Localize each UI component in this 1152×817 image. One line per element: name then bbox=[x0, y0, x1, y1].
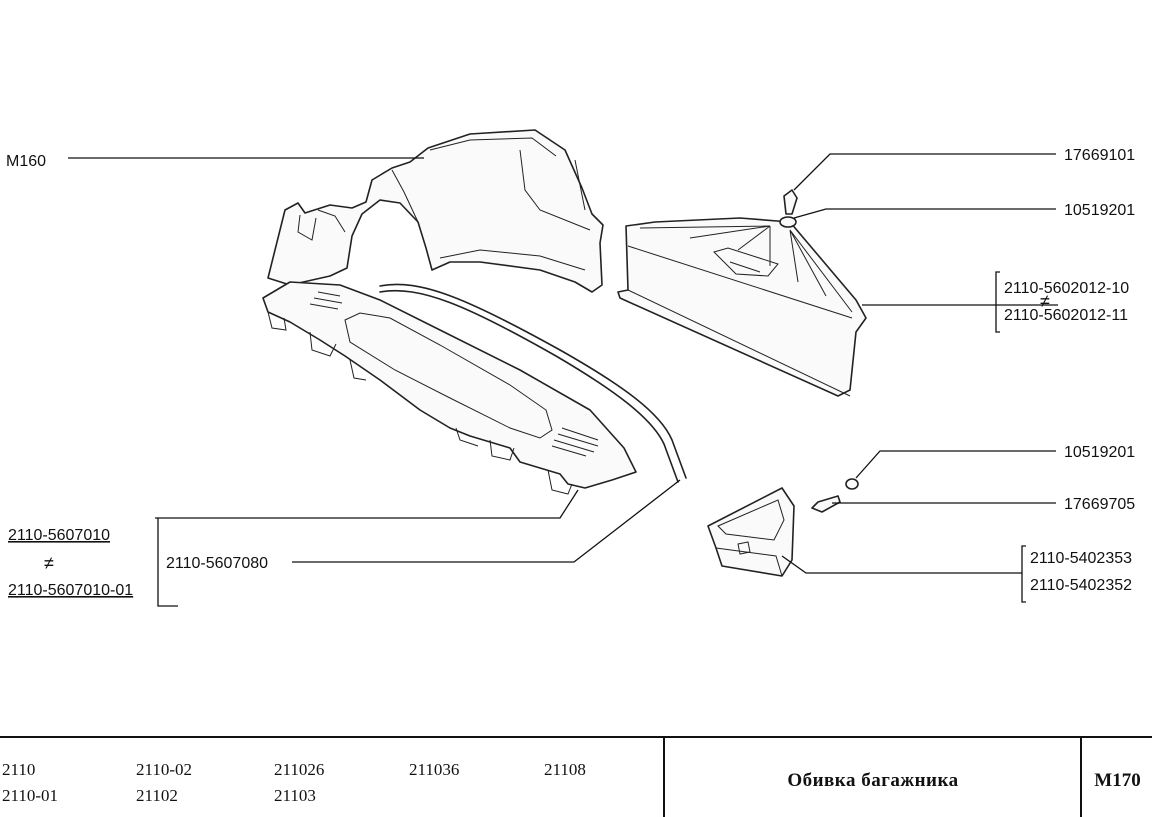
label-2110-5607010-01: 2110-5607010-01 bbox=[8, 582, 133, 599]
label-2110-5607080: 2110-5607080 bbox=[166, 555, 268, 572]
label-2110-5602012-11: 2110-5602012-11 bbox=[1004, 307, 1128, 324]
sheet-title: Обивка багажника bbox=[787, 770, 959, 791]
top-screw-drawing bbox=[779, 189, 798, 228]
title-block-divider bbox=[1080, 738, 1082, 817]
leader-lines bbox=[68, 153, 1058, 607]
not-equal-sign-1: ≠ bbox=[1040, 291, 1050, 311]
model-number: 21108 bbox=[544, 760, 586, 779]
not-equal-sign-2: ≠ bbox=[44, 553, 54, 573]
model-number: 21103 bbox=[274, 786, 316, 805]
trunk-side-panel-drawing bbox=[267, 129, 604, 293]
trunk-front-panel-drawing bbox=[617, 217, 867, 397]
model-number: 2110 bbox=[2, 760, 36, 779]
model-number: 211026 bbox=[274, 760, 325, 779]
title-block: 2110 2110-01 2110-02 21102 211026 21103 … bbox=[0, 736, 1152, 817]
label-m160: M160 bbox=[6, 153, 46, 170]
label-2110-5607010: 2110-5607010 bbox=[8, 527, 110, 544]
rear-trunk-trim-drawing bbox=[262, 281, 637, 495]
trunk-pocket-drawing bbox=[707, 487, 795, 577]
label-10519201-bottom: 10519201 bbox=[1064, 444, 1135, 461]
sheet-code: M170 bbox=[1094, 770, 1141, 791]
title-block-divider bbox=[663, 738, 665, 817]
model-number: 211036 bbox=[409, 760, 460, 779]
pocket-screw-drawing bbox=[811, 478, 859, 513]
seal-strip-drawing bbox=[379, 283, 687, 483]
model-number: 2110-01 bbox=[2, 786, 59, 805]
label-10519201-top: 10519201 bbox=[1064, 202, 1135, 219]
label-2110-5402352: 2110-5402352 bbox=[1030, 577, 1132, 594]
model-number: 21102 bbox=[136, 786, 178, 805]
label-2110-5402353: 2110-5402353 bbox=[1030, 550, 1132, 567]
label-17669705: 17669705 bbox=[1064, 496, 1135, 513]
label-17669101: 17669101 bbox=[1064, 147, 1135, 164]
model-number: 2110-02 bbox=[136, 760, 193, 779]
label-2110-5602012-10: 2110-5602012-10 bbox=[1004, 280, 1129, 297]
